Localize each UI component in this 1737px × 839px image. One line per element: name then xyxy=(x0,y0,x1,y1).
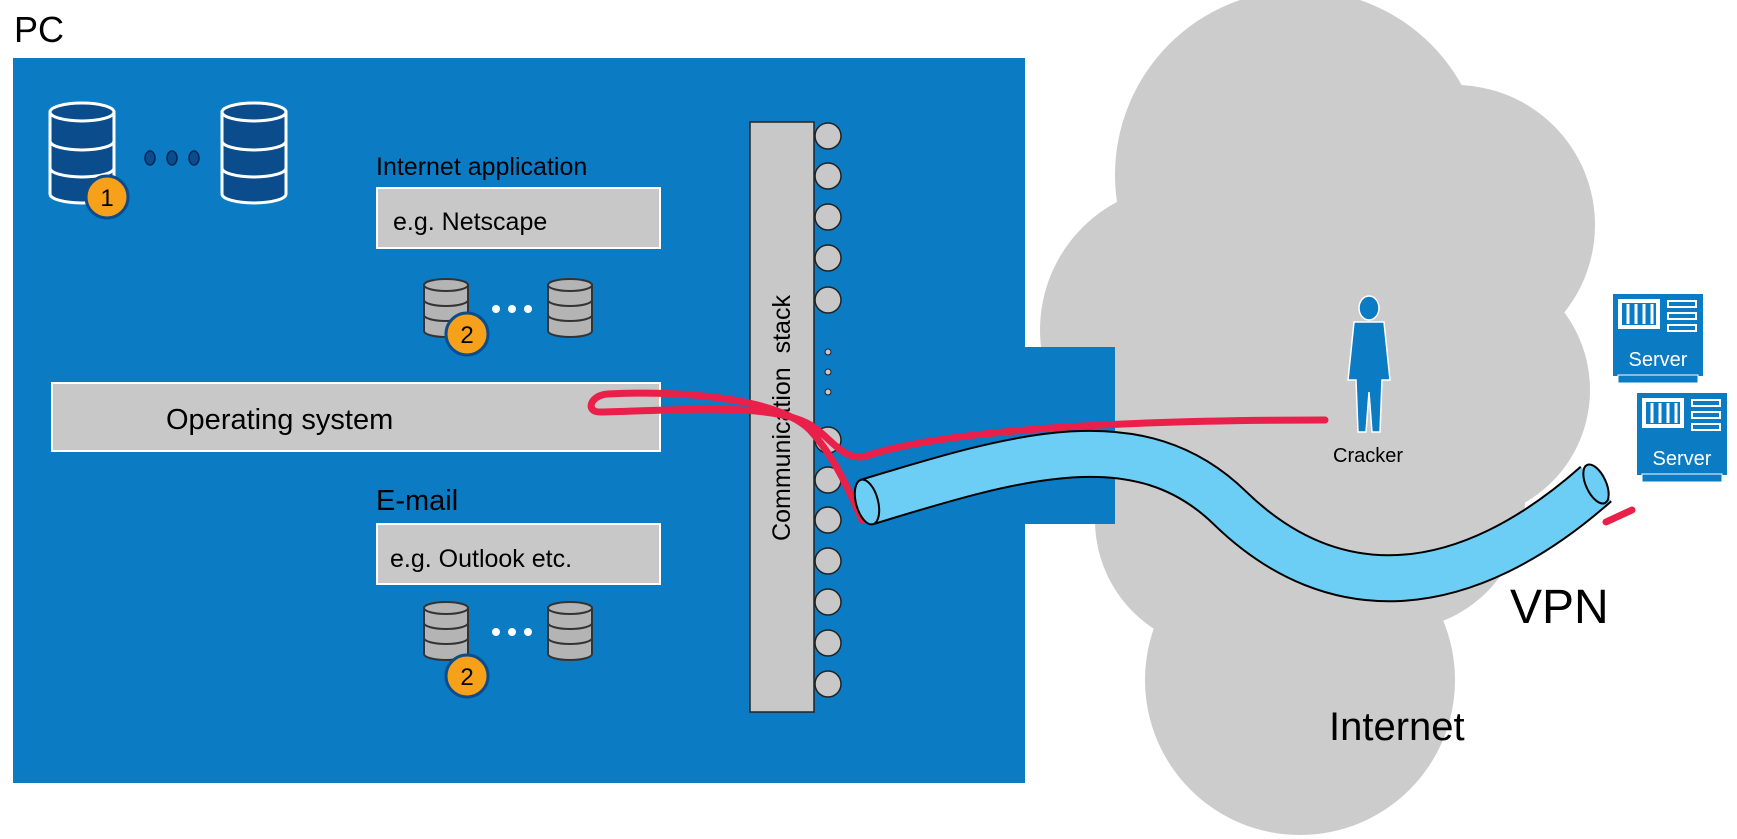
port-icon xyxy=(814,162,842,190)
vpn-label: VPN xyxy=(1510,581,1609,634)
pc-title: PC xyxy=(14,9,64,50)
internet-app-example: e.g. Netscape xyxy=(393,208,547,236)
server-icon: Server xyxy=(1634,390,1730,483)
ellipsis-icon xyxy=(492,628,532,636)
port-icon xyxy=(814,286,842,314)
cracker-icon xyxy=(1347,295,1391,433)
ellipsis-icon xyxy=(492,305,532,313)
app-databases: 2 xyxy=(423,278,593,357)
operating-system-box[interactable]: Operating system xyxy=(51,382,661,452)
email-app-box[interactable]: e.g. Outlook etc. xyxy=(376,523,661,585)
ellipsis-dot xyxy=(824,368,832,376)
internet-app-box[interactable]: e.g. Netscape xyxy=(376,187,661,249)
badge-2: 2 xyxy=(444,311,490,357)
port-icon xyxy=(814,122,842,150)
server-link xyxy=(1602,506,1636,526)
badge-2: 2 xyxy=(444,653,490,699)
vpn-tunnel-end xyxy=(853,478,881,526)
port-icon xyxy=(814,670,842,698)
server-icon: Server xyxy=(1610,291,1706,384)
svg-text:2: 2 xyxy=(460,322,473,349)
network-ports xyxy=(814,122,842,698)
port-icon xyxy=(814,547,842,575)
database-icon xyxy=(547,601,593,661)
port-icon xyxy=(814,506,842,534)
port-icon xyxy=(814,244,842,272)
port-icon xyxy=(814,629,842,657)
operating-system-label: Operating system xyxy=(166,404,393,436)
svg-text:Server: Server xyxy=(1653,448,1712,470)
svg-text:Server: Server xyxy=(1629,349,1688,371)
vpn-tunnel xyxy=(859,429,1612,603)
ellipsis-icon xyxy=(144,150,200,166)
local-databases: 1 xyxy=(48,101,288,220)
port-icon xyxy=(814,203,842,231)
internet-label: Internet xyxy=(1329,705,1465,749)
email-app-example: e.g. Outlook etc. xyxy=(390,545,572,573)
badge-1: 1 xyxy=(84,174,130,220)
database-icon xyxy=(547,278,593,338)
svg-text:2: 2 xyxy=(460,664,473,691)
svg-text:1: 1 xyxy=(100,185,113,212)
ellipsis-dot xyxy=(824,348,832,356)
cracker-label: Cracker xyxy=(1333,445,1403,467)
email-label: E-mail xyxy=(376,485,458,517)
email-databases: 2 xyxy=(423,601,593,699)
port-icon xyxy=(814,588,842,616)
internet-app-label: Internet application xyxy=(376,153,587,181)
database-icon xyxy=(423,601,469,661)
ellipsis-dot xyxy=(824,388,832,396)
attack-path xyxy=(587,389,1329,524)
database-icon xyxy=(220,101,288,205)
